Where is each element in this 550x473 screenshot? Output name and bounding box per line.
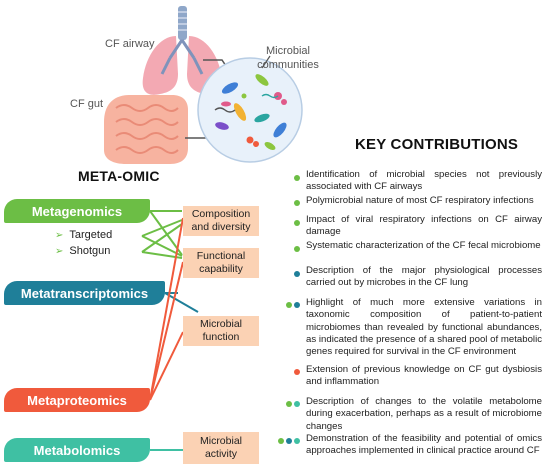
dots-3 — [294, 220, 300, 226]
contribution-item: Description of changes to the volatile m… — [306, 396, 542, 432]
cf-gut-label: CF gut — [70, 98, 104, 110]
contribution-item: Highlight of much more extensive variati… — [306, 297, 542, 358]
contribution-item: Demonstration of the feasibility and pot… — [306, 433, 542, 457]
metaproteomics-pill: Metaproteomics — [4, 388, 150, 412]
microbial-communities-label: Microbial communities — [257, 45, 319, 72]
shotgun-label: Shotgun — [69, 245, 111, 257]
cf-airway-label: CF airway — [105, 38, 155, 50]
key-contributions-heading: KEY CONTRIBUTIONS — [355, 136, 519, 153]
dots-9 — [278, 438, 300, 444]
metatranscriptomics-pill: Metatranscriptomics — [4, 281, 165, 305]
dots-2 — [294, 200, 300, 206]
contribution-item: Identification of microbial species not … — [306, 169, 542, 193]
dots-1 — [294, 175, 300, 181]
microbes — [214, 74, 287, 150]
chevron-right-icon: ➢ — [55, 229, 64, 241]
left-lung — [142, 36, 178, 95]
functional-box: Functional capability — [183, 248, 259, 278]
composition-box: Composition and diversity — [183, 206, 259, 236]
contribution-item: Impact of viral respiratory infections o… — [306, 214, 542, 238]
contribution-item: Description of the major physiological p… — [306, 265, 542, 289]
trachea — [178, 6, 187, 40]
dots-5 — [294, 271, 300, 277]
dots-4 — [294, 246, 300, 252]
metagenomics-pill: Metagenomics — [4, 199, 150, 223]
contribution-item: Systematic characterization of the CF fe… — [306, 240, 541, 251]
gut — [104, 95, 188, 164]
chevron-right-icon: ➢ — [55, 245, 64, 257]
contribution-item: Extension of previous knowledge on CF gu… — [306, 364, 542, 388]
shotgun-item: ➢ Shotgun — [55, 245, 110, 257]
dots-8 — [286, 401, 300, 407]
targeted-label: Targeted — [69, 229, 113, 241]
meta-omic-heading: META-OMIC — [78, 168, 160, 184]
targeted-item: ➢ Targeted — [55, 229, 112, 241]
dots-7 — [294, 369, 300, 375]
microbial-function-box: Microbial function — [183, 316, 259, 346]
contribution-item: Polymicrobial nature of most CF respirat… — [306, 195, 534, 206]
anatomy-illustration — [104, 6, 303, 164]
microbial-activity-box: Microbial activity — [183, 432, 259, 464]
metabolomics-pill: Metabolomics — [4, 438, 150, 462]
dots-6 — [286, 302, 300, 308]
